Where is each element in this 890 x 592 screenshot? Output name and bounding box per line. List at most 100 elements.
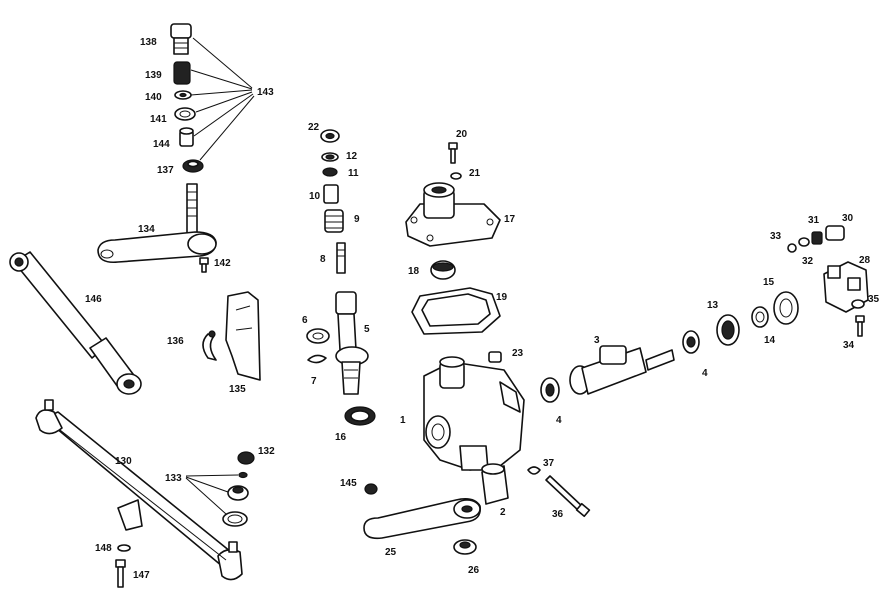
part-142-bolt (199, 257, 209, 273)
label-10: 10 (309, 191, 321, 202)
part-136-clamp (202, 330, 217, 361)
part-15-nut (773, 291, 799, 325)
part-144-bushing (179, 127, 194, 147)
part-26-nut (453, 539, 477, 555)
part-130-tie-rod (35, 399, 243, 581)
label-147: 147 (133, 570, 150, 581)
label-9: 9 (354, 214, 360, 225)
part-132-nut (237, 451, 255, 465)
label-3: 3 (594, 335, 600, 346)
part-141-ring (174, 107, 196, 121)
label-11: 11 (348, 168, 359, 179)
label-28: 28 (859, 255, 871, 266)
part-137-nut (182, 159, 204, 173)
part-134-idler-arm (97, 183, 217, 264)
label-6: 6 (302, 315, 308, 326)
label-135: 135 (229, 384, 246, 395)
part-146-steering-damper (9, 251, 142, 395)
label-20: 20 (456, 129, 468, 140)
label-1: 1 (400, 415, 406, 426)
part-25-pitman-arm (363, 498, 482, 540)
part-20-bolt (448, 142, 458, 164)
label-133: 133 (165, 473, 182, 484)
part-9-spring (324, 209, 344, 233)
label-4-left: 4 (556, 415, 562, 426)
part-7-circlip (307, 354, 327, 364)
label-2: 2 (500, 507, 506, 518)
label-138: 138 (140, 37, 157, 48)
part-17-top-cover (405, 182, 501, 247)
part-8-adjuster-screw (336, 242, 346, 274)
part-31-spring (811, 231, 823, 245)
part-21-washer (450, 172, 462, 180)
part-148-washer (117, 544, 131, 552)
leader-lines-143 (190, 37, 255, 161)
part-3-worm-and-nut (569, 345, 675, 395)
label-14: 14 (764, 335, 776, 346)
label-18: 18 (408, 266, 420, 277)
label-134: 134 (138, 224, 155, 235)
part-35-washer (851, 299, 865, 309)
label-13: 13 (707, 300, 719, 311)
part-145-nut (364, 483, 378, 495)
part-139-spring (173, 61, 191, 85)
part-10-cup (323, 184, 339, 204)
part-147-bolt (115, 559, 126, 588)
label-34: 34 (843, 340, 855, 351)
label-142: 142 (214, 258, 231, 269)
label-17: 17 (504, 214, 516, 225)
part-138-plug (170, 23, 192, 55)
label-130: 130 (115, 456, 132, 467)
part-4-bearing-right (682, 330, 700, 354)
part-22-nut (320, 129, 340, 143)
label-5: 5 (364, 324, 370, 335)
part-30-plug (825, 225, 845, 241)
part-33-ball (787, 243, 797, 253)
label-136: 136 (167, 336, 184, 347)
label-143: 143 (257, 87, 274, 98)
label-7: 7 (311, 376, 317, 387)
part-2-bushing (481, 463, 509, 505)
label-32: 32 (802, 256, 814, 267)
label-23: 23 (512, 348, 524, 359)
label-26: 26 (468, 565, 480, 576)
label-141: 141 (150, 114, 167, 125)
label-33: 33 (770, 231, 782, 242)
label-12: 12 (346, 151, 358, 162)
part-23-plug (488, 351, 502, 363)
part-13-bearing (716, 314, 740, 346)
part-1-steering-box (423, 356, 525, 471)
part-37-circlip (527, 466, 541, 475)
label-35: 35 (868, 294, 880, 305)
label-22: 22 (308, 122, 320, 133)
part-11-ring (322, 167, 338, 177)
label-139: 139 (145, 70, 162, 81)
label-137: 137 (157, 165, 174, 176)
label-140: 140 (145, 92, 162, 103)
part-133-ball-joint-set (185, 471, 249, 527)
label-37: 37 (543, 458, 555, 469)
label-132: 132 (258, 446, 275, 457)
part-135-dust-shield (225, 291, 261, 381)
label-148: 148 (95, 543, 112, 554)
label-25: 25 (385, 547, 397, 558)
label-146: 146 (85, 294, 102, 305)
part-18-bush (430, 260, 456, 280)
part-32-ring (798, 237, 810, 247)
label-4-right: 4 (702, 368, 708, 379)
label-16: 16 (335, 432, 347, 443)
label-19: 19 (496, 292, 508, 303)
part-6-washer (306, 328, 330, 344)
part-12-washer (321, 152, 339, 162)
label-36: 36 (552, 509, 564, 520)
label-31: 31 (808, 215, 820, 226)
part-19-gasket (411, 287, 501, 335)
label-30: 30 (842, 213, 854, 224)
part-4-bearing-left (540, 377, 560, 403)
part-14-seal (751, 306, 769, 328)
label-21: 21 (469, 168, 481, 179)
part-36-bolt (545, 475, 591, 518)
part-34-bolt (855, 315, 865, 337)
